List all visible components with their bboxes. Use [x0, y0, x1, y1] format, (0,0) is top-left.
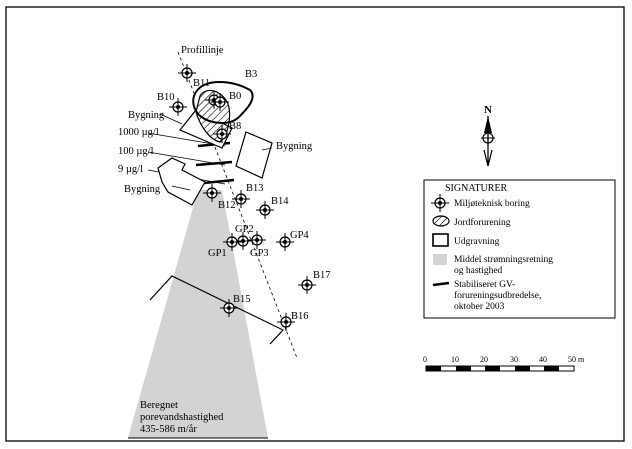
scale-tick-40: 40: [539, 355, 547, 364]
scale-bar: 0 10 20 30 40 50 m: [423, 355, 585, 372]
legend-flow-label-1: Middel strømningsretning: [454, 255, 553, 265]
label-gp4: GP4: [290, 230, 309, 241]
flow-label-line3: 435-586 m/år: [140, 424, 197, 435]
flow-cone: [128, 190, 268, 438]
label-b16: B16: [291, 311, 309, 322]
building-label-upper: Bygning: [128, 110, 165, 121]
legend: SIGNATURER Miljøteknisk boring Jordforur…: [423, 179, 616, 319]
building-label-lower: Bygning: [124, 184, 161, 195]
label-b3: B3: [245, 69, 257, 80]
building-label-right: Bygning: [276, 141, 313, 152]
label-b17: B17: [313, 270, 331, 281]
label-gp3: GP3: [250, 248, 269, 259]
legend-boring-label: Miljøteknisk boring: [454, 199, 530, 209]
profile-line-label: Profillinje: [181, 45, 224, 56]
concentration-label-9: 9 µg/l: [118, 164, 143, 175]
legend-gv-label-3: oktober 2003: [454, 302, 505, 312]
scale-tick-20: 20: [480, 355, 488, 364]
label-gp1: GP1: [208, 248, 227, 259]
label-b11: B11: [193, 78, 210, 89]
legend-soil-icon: [432, 215, 450, 227]
flow-label-line2: porevandshastighed: [140, 412, 224, 423]
label-b12: B12: [218, 200, 236, 211]
scale-tick-30: 30: [510, 355, 518, 364]
label-b10: B10: [157, 92, 175, 103]
legend-flow-label-2: og hastighed: [454, 266, 503, 276]
building-lower-left: [157, 157, 206, 206]
building-right: [235, 131, 273, 179]
scale-tick-10: 10: [451, 355, 459, 364]
legend-soil-label: Jordforurening: [454, 217, 511, 228]
leader-bygning-upper: [159, 113, 183, 125]
north-arrow: N: [481, 104, 495, 167]
flow-label-line1: Beregnet: [140, 400, 178, 411]
label-b15: B15: [233, 294, 251, 305]
legend-excavation-label: Udgravning: [454, 237, 500, 247]
leader-bygning-lower: [171, 185, 191, 191]
legend-title: SIGNATURER: [445, 183, 508, 194]
scale-tick-50: 50 m: [568, 355, 585, 364]
legend-gv-icon: [432, 281, 450, 287]
label-b8: B8: [229, 121, 241, 132]
gv-line-100: [195, 160, 233, 167]
legend-box: [423, 179, 616, 319]
legend-gv-label-2: forureningsudbredelse,: [454, 290, 541, 301]
leader-bygning-right: [261, 147, 273, 151]
concentration-label-1000: 1000 µg/l: [118, 127, 159, 138]
north-arrow-label: N: [484, 104, 492, 116]
concentration-label-100: 100 µg/l: [118, 146, 154, 157]
label-b14: B14: [271, 196, 289, 207]
legend-flow-icon: [433, 254, 447, 265]
map-frame: [5, 6, 625, 442]
legend-gv-label-1: Stabiliseret GV-: [454, 280, 515, 290]
scale-tick-0: 0: [423, 355, 427, 364]
label-gp2: GP2: [235, 224, 254, 235]
legend-excavation-icon: [432, 233, 449, 247]
north-arrow-icon: [484, 116, 492, 133]
label-b0: B0: [229, 91, 241, 102]
label-b13: B13: [246, 183, 264, 194]
